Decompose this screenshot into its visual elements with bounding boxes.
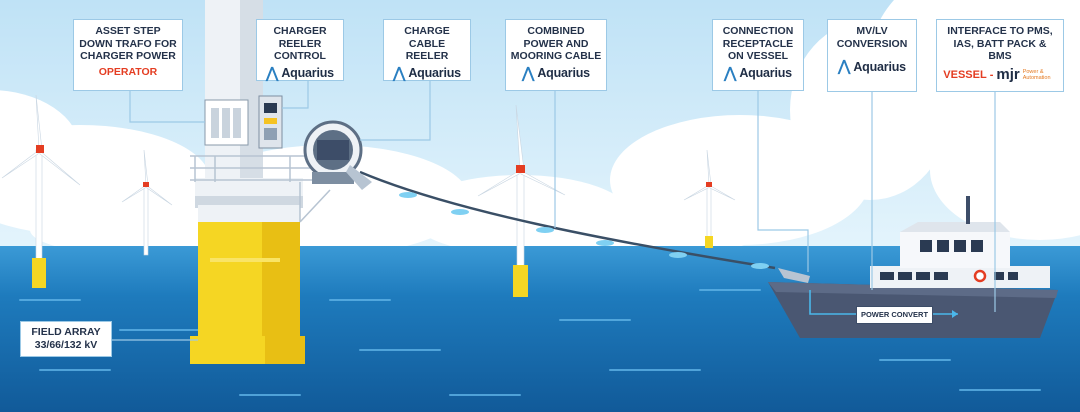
brand-name: Aquarius <box>537 66 590 81</box>
transformer-box <box>204 99 249 146</box>
aquarius-glyph-icon: ⋀ <box>724 64 737 82</box>
callout-connection-receptacle: CONNECTION RECEPTACLE ON VESSEL ⋀ Aquari… <box>712 19 804 91</box>
mjr-logo: mjr <box>996 65 1020 83</box>
mjr-tagline: Power & Automation <box>1022 68 1051 81</box>
brand-name: Aquarius <box>853 59 906 74</box>
callout-asset-step-down: ASSET STEP DOWN TRAFO FOR CHARGER POWER … <box>73 19 183 91</box>
charging-cable <box>359 170 776 270</box>
turbine-mid-left <box>121 149 173 256</box>
cable-connector-top <box>346 165 372 190</box>
brand-name: Aquarius <box>281 66 334 81</box>
mv-lv-conversion-title: MV/LV CONVERSION <box>836 25 908 50</box>
connection-receptacle-title: CONNECTION RECEPTACLE ON VESSEL <box>722 25 794 62</box>
arrow-head-right <box>952 310 958 318</box>
brand-name: Aquarius <box>408 66 461 81</box>
field-array-title: FIELD ARRAY <box>31 326 101 338</box>
aquarius-logo: ⋀ Aquarius <box>832 58 912 75</box>
turbine-right <box>683 149 736 248</box>
aquarius-logo: ⋀ Aquarius <box>717 64 799 82</box>
brand-name: Aquarius <box>739 66 792 81</box>
turbine-far-left <box>1 94 81 288</box>
vessel-label: VESSEL <box>943 68 987 81</box>
aquarius-glyph-icon: ⋀ <box>266 64 279 82</box>
aquarius-glyph-icon: ⋀ <box>522 64 535 82</box>
callout-charger-reeler-control: CHARGER REELER CONTROL ⋀ Aquarius <box>256 19 344 81</box>
callout-combined-cable: COMBINED POWER AND MOORING CABLE ⋀ Aquar… <box>505 19 607 91</box>
callout-charge-cable-reeler: CHARGE CABLE REELER ⋀ Aquarius <box>383 19 471 81</box>
cable-reeler <box>303 120 363 184</box>
partner-dash: - <box>989 68 994 81</box>
aquarius-logo: ⋀ Aquarius <box>388 64 466 82</box>
leader-lines <box>110 80 996 341</box>
reeler-control-box <box>258 95 283 149</box>
aquarius-logo: ⋀ Aquarius <box>261 64 339 82</box>
field-array-voltage: 33/66/132 kV <box>34 339 98 351</box>
aquarius-glyph-icon: ⋀ <box>838 58 851 75</box>
callout-mv-lv-conversion: MV/LV CONVERSION ⋀ Aquarius <box>827 19 917 92</box>
asset-step-down-title: ASSET STEP DOWN TRAFO FOR CHARGER POWER <box>79 25 177 62</box>
interface-title: INTERFACE TO PMS, IAS, BATT PACK & BMS <box>947 25 1053 62</box>
aquarius-logo: ⋀ Aquarius <box>510 64 602 82</box>
partner-logos: VESSEL - mjr Power & Automation <box>941 65 1059 83</box>
charger-reeler-control-title: CHARGER REELER CONTROL <box>273 25 327 62</box>
main-turbine-tower <box>190 0 305 364</box>
waves <box>19 289 1041 396</box>
cable-floats <box>399 192 769 269</box>
field-array-label: FIELD ARRAY 33/66/132 kV <box>20 321 112 357</box>
power-convert-label: POWER CONVERT <box>856 306 933 324</box>
aquarius-glyph-icon: ⋀ <box>393 64 406 82</box>
operator-label: OPERATOR <box>98 65 158 78</box>
charge-cable-reeler-title: CHARGE CABLE REELER <box>404 25 450 62</box>
turbine-mid <box>477 104 566 297</box>
combined-cable-title: COMBINED POWER AND MOORING CABLE <box>510 25 602 62</box>
callout-interface: INTERFACE TO PMS, IAS, BATT PACK & BMS V… <box>936 19 1064 92</box>
